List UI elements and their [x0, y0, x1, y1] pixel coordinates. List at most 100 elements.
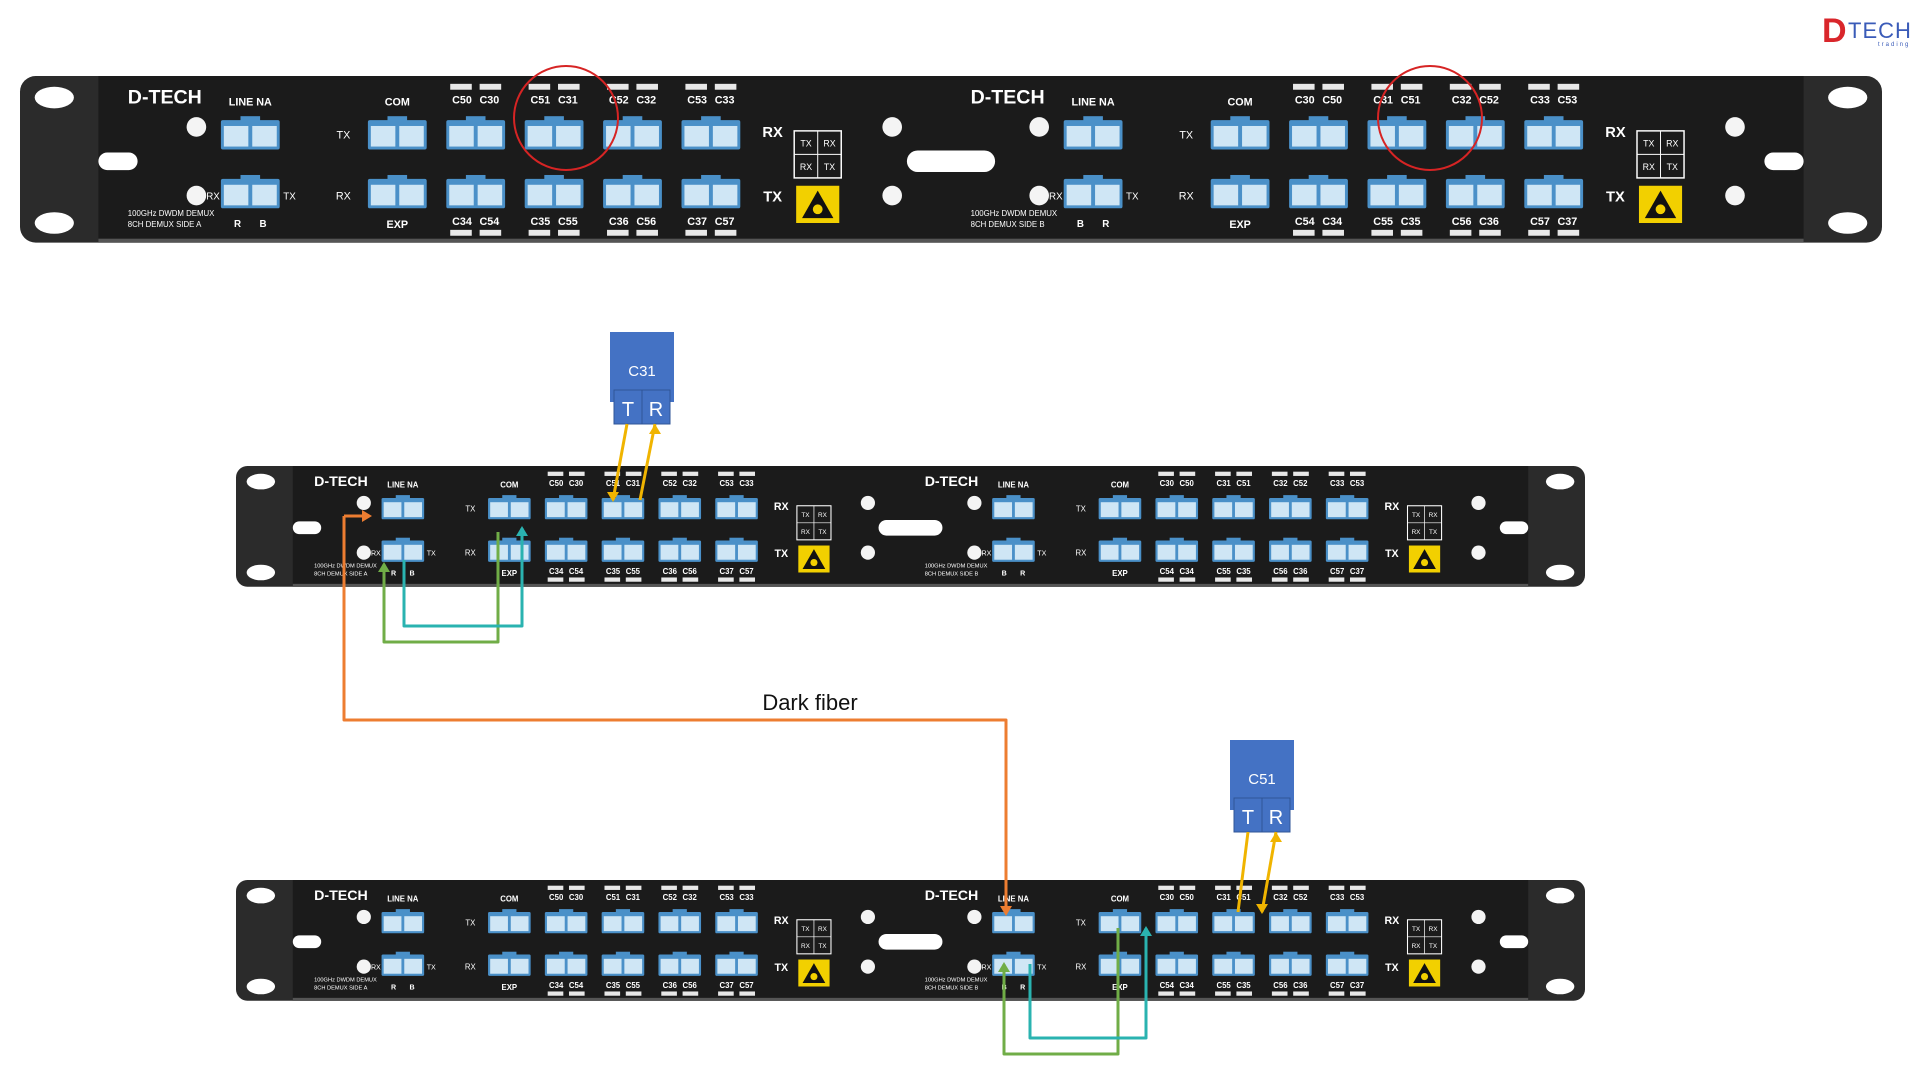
arrow-green-b	[998, 962, 1010, 972]
arrow-green-a	[378, 562, 390, 572]
wavelength-tag	[1271, 471, 1288, 476]
channel-port-top	[1155, 495, 1199, 520]
channel-port-top	[1445, 116, 1505, 150]
wavelength-tag	[479, 83, 502, 90]
port-left-jack	[490, 502, 508, 518]
port-right-jack	[567, 502, 586, 518]
port-left-jack	[449, 125, 474, 147]
port-left-jack	[606, 125, 631, 147]
channel-label: C53	[687, 94, 707, 106]
channel-label: C50	[549, 893, 564, 902]
box-label: TX	[1667, 162, 1678, 172]
channel-port-bottom	[658, 951, 702, 976]
port-right-jack	[1291, 916, 1310, 932]
wavelength-tag	[739, 577, 756, 582]
port-left-jack	[383, 502, 402, 518]
tx-label: TX	[1385, 548, 1399, 560]
wavelength-tag	[1293, 577, 1309, 582]
line-port-bottom	[992, 537, 1035, 562]
port-left-jack	[546, 958, 565, 974]
port-right-jack	[567, 544, 586, 560]
port-left-jack	[1157, 916, 1176, 932]
port-latch	[465, 174, 486, 181]
patch-cord-c31-rx	[638, 423, 657, 501]
line-port-top	[1063, 116, 1123, 150]
panel-brand: D-TECH	[971, 86, 1045, 108]
port-left-jack	[527, 125, 553, 147]
channel-label: C56	[636, 216, 656, 228]
com-rx-label: RX	[465, 548, 477, 557]
model-desc: 8CH DEMUX SIDE B	[925, 985, 979, 991]
mount-hole	[967, 495, 982, 511]
channel-label: C52	[609, 94, 629, 106]
wavelength-tag	[547, 991, 564, 996]
channel-label: C50	[1322, 94, 1342, 106]
line-tx-label: TX	[283, 191, 296, 202]
exp-port	[488, 537, 531, 562]
box-label: TX	[1429, 529, 1438, 536]
channel-label: C34	[1180, 567, 1195, 576]
port-right-jack	[1178, 958, 1196, 974]
rx-label: RX	[1605, 125, 1626, 141]
channel-label: C51	[606, 893, 621, 902]
port-left-jack	[994, 916, 1013, 932]
port-left-jack	[1271, 544, 1289, 560]
port-right-jack	[634, 184, 659, 206]
channel-port-bottom	[1289, 174, 1348, 209]
wavelength-tag	[661, 885, 677, 890]
patch-cord-teal-a	[402, 528, 524, 628]
port-latch	[1543, 116, 1564, 123]
port-left-jack	[684, 184, 709, 206]
box-label: TX	[1412, 512, 1421, 519]
port-right-jack	[1014, 916, 1033, 932]
channel-port-bottom	[524, 174, 584, 209]
line-port-bottom	[1063, 174, 1123, 209]
wavelength-tag	[1371, 83, 1393, 90]
wavelength-tag	[1158, 991, 1174, 996]
port-left-jack	[1271, 502, 1289, 518]
channel-label: C54	[569, 981, 584, 990]
port-right-jack	[252, 125, 277, 147]
port-left-jack	[1213, 125, 1239, 147]
port-right-jack	[510, 544, 529, 560]
port-right-jack	[510, 502, 529, 518]
patch-cord-teal-b	[1028, 928, 1148, 1040]
port-right-jack	[1348, 916, 1367, 932]
wavelength-tag	[558, 83, 580, 90]
channel-label: C57	[739, 567, 753, 576]
wavelength-tag	[718, 577, 734, 582]
port-left-jack	[660, 958, 679, 974]
port-left-jack	[546, 544, 565, 560]
channel-label: C34	[549, 981, 564, 990]
wavelength-tag	[604, 885, 621, 890]
laser-symbol	[1420, 559, 1429, 567]
channel-port-top	[658, 909, 702, 934]
arrow-c31-rx	[649, 424, 661, 434]
channel-label: C52	[663, 479, 678, 488]
panel-brand: D-TECH	[314, 474, 368, 490]
wavelength-tag	[625, 991, 642, 996]
rx-label: RX	[1384, 501, 1399, 513]
port-latch	[502, 495, 517, 500]
port-latch	[1226, 909, 1241, 914]
channel-label: C51	[531, 94, 551, 106]
model-text: 100GHz DWDM DEMUX	[925, 978, 988, 984]
port-left-jack	[449, 184, 474, 206]
wavelength-tag	[1236, 885, 1253, 890]
arrow-c51-rx	[1270, 832, 1282, 842]
wavelength-tag	[607, 229, 629, 236]
mount-hole	[860, 909, 875, 925]
channel-label: C52	[1293, 479, 1308, 488]
port-latch	[672, 537, 687, 542]
wavelength-tag	[528, 83, 551, 90]
channel-label: C30	[1160, 893, 1175, 902]
port-right-jack	[624, 544, 643, 560]
wavelength-tag	[739, 471, 756, 476]
mount-hole	[1471, 545, 1486, 560]
ear-slot	[1545, 887, 1575, 904]
box-label: TX	[818, 943, 827, 950]
ear-slot	[34, 86, 74, 109]
channel-port-bottom	[1325, 537, 1369, 562]
mount-hole	[882, 185, 902, 206]
com-port	[1098, 495, 1142, 520]
